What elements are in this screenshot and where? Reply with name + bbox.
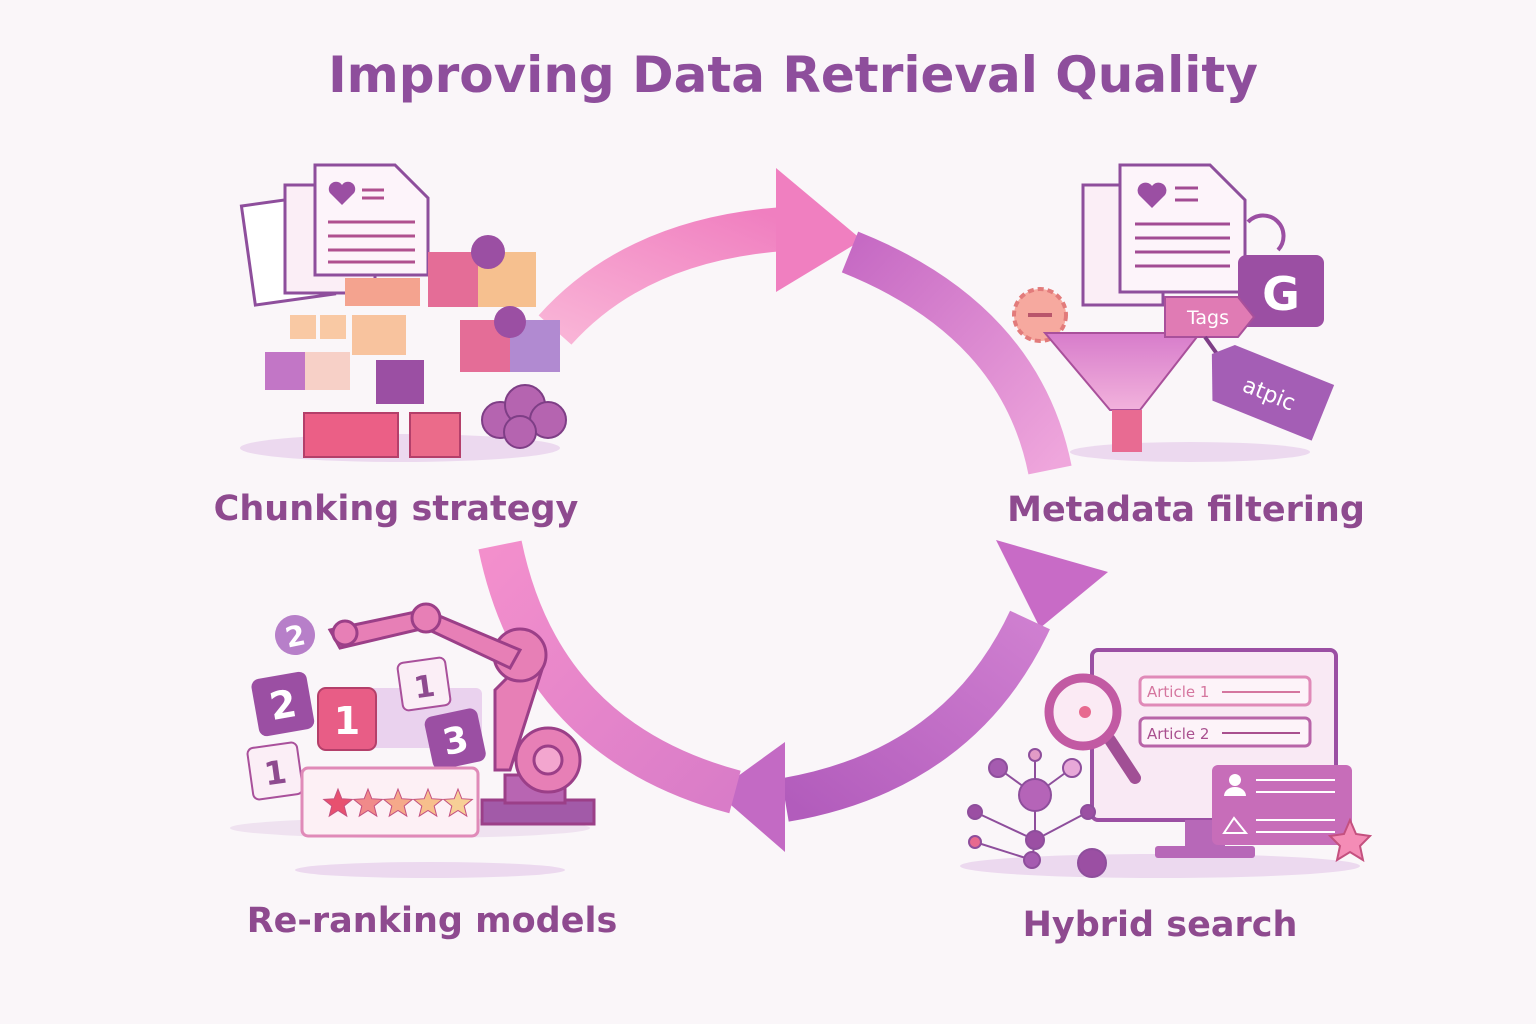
- rank-tile: [317, 687, 377, 751]
- arrow-top: [538, 206, 802, 345]
- network-graph-icon: [967, 748, 1107, 878]
- arrow-left: [478, 540, 741, 814]
- funnel-icon: [1042, 332, 1203, 411]
- profile-card: [1212, 765, 1352, 845]
- reranking-illustration: 2 2 1 1 3 1: [230, 602, 596, 878]
- image-icon: [1222, 816, 1249, 834]
- magnifier-icon: [1044, 673, 1141, 784]
- heart-badge-icon: [494, 306, 526, 338]
- metadata-illustration: G Tags atpic: [1012, 163, 1335, 462]
- tags-tag: [1164, 296, 1256, 338]
- ranking-tiles: 2 2 1 1 3 1: [246, 615, 486, 838]
- document-icon: [313, 163, 430, 277]
- arrowhead-top: [776, 168, 862, 292]
- document-icon: [1118, 163, 1247, 294]
- step-label-reranking: Re-ranking models: [247, 901, 618, 941]
- rank-tile-label: 1: [334, 699, 360, 743]
- star-icon: [442, 787, 474, 818]
- g-badge-letter: G: [1262, 267, 1300, 321]
- step-label-chunking: Chunking strategy: [214, 489, 579, 529]
- rank-tile-label: 1: [412, 669, 438, 707]
- cycle-arrows: [478, 168, 1108, 852]
- step-label-hybrid: Hybrid search: [1023, 905, 1298, 945]
- star-icon: [322, 787, 354, 818]
- g-badge: [1238, 255, 1324, 327]
- star-icon: [1327, 817, 1373, 863]
- result-item-label: Article 2: [1147, 725, 1209, 743]
- result-item-label: Article 1: [1147, 683, 1209, 701]
- arrow-right: [841, 231, 1072, 475]
- heart-icon: [328, 181, 356, 205]
- arrowhead-bottom: [716, 742, 785, 852]
- brain-icon: [481, 384, 567, 449]
- heart-badge-icon: [471, 235, 505, 269]
- atpic-tag: atpic: [1211, 344, 1335, 441]
- hybrid-search-illustration: Article 1 Article 2: [960, 648, 1373, 878]
- arrow-bottom: [781, 610, 1050, 822]
- heart-icon: [1137, 182, 1167, 208]
- arrowhead-right: [996, 540, 1108, 628]
- robot-arm-icon: [327, 602, 596, 826]
- star-icon: [412, 787, 444, 818]
- tags-tag-label: Tags: [1186, 307, 1229, 329]
- gear-icon: [1012, 287, 1068, 343]
- rank-tile-label: 1: [262, 753, 289, 794]
- star-icon: [352, 787, 384, 818]
- diagram-title: Improving Data Retrieval Quality: [328, 46, 1258, 104]
- chunking-illustration: [239, 163, 567, 462]
- star-rating: [322, 787, 474, 818]
- step-label-metadata: Metadata filtering: [1007, 490, 1365, 530]
- star-icon: [382, 787, 414, 818]
